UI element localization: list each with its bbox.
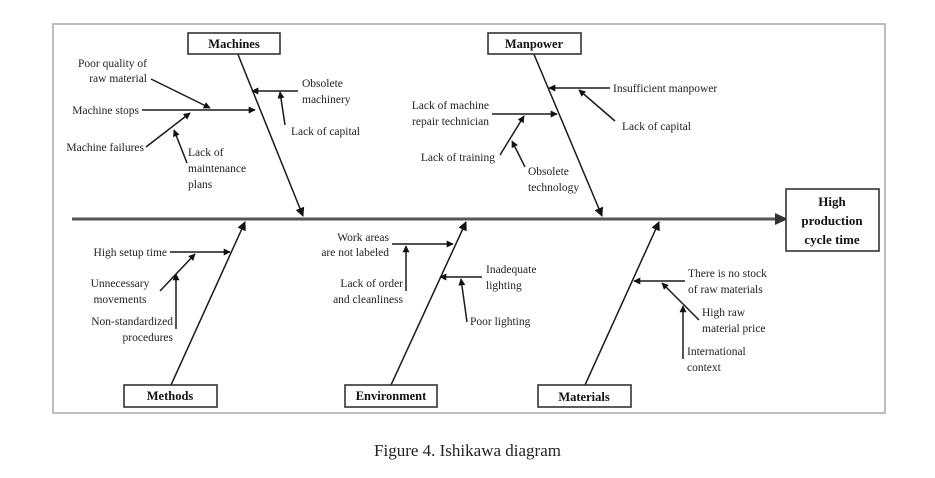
cause-international-2: context [687, 362, 722, 374]
cause-no-stock-2: of raw materials [688, 284, 763, 296]
category-environment: Environment [344, 384, 438, 408]
branch-methods: Methods High setup time Unnecessary move… [91, 221, 246, 408]
cause-lack-order-1: Lack of order [340, 278, 403, 290]
cause-machine-stops: Machine stops [72, 105, 139, 117]
cause-machine-failures: Machine failures [66, 142, 144, 154]
cause-international-1: International [687, 346, 746, 358]
cause-work-areas-1: Work areas [337, 232, 389, 244]
cause-machines-lack-capital: Lack of capital [291, 126, 360, 138]
cause-lack-technician-1: Lack of machine [412, 100, 489, 112]
cause-work-areas-2: are not labeled [321, 247, 389, 259]
cause-high-price-2: material price [702, 323, 766, 335]
sub-cause-arrow [145, 112, 191, 148]
cause-high-setup-time: High setup time [94, 247, 167, 259]
effect-line-2: production [801, 213, 863, 228]
sub-cause-arrow [578, 89, 616, 122]
cause-lack-maintenance-2: maintenance [188, 163, 246, 175]
cause-manpower-lack-capital: Lack of capital [622, 121, 691, 133]
cause-unnecessary-movements-2: movements [93, 294, 147, 306]
category-machines: Machines [187, 32, 281, 55]
category-manpower: Manpower [487, 32, 582, 55]
cause-poor-quality-2: raw material [89, 73, 147, 85]
cause-inadequate-lighting-1: Inadequate [486, 264, 536, 276]
sub-cause-arrow [499, 115, 525, 156]
cause-obsolete-machinery-2: machinery [302, 94, 351, 106]
cause-high-price-1: High raw [702, 307, 746, 319]
cause-poor-quality-1: Poor quality of [78, 58, 147, 70]
sub-cause-arrow [661, 282, 700, 321]
branch-machines: Machines Machine stops Poor quality of r… [66, 32, 360, 217]
category-methods-label: Methods [147, 389, 194, 403]
cause-lack-maintenance-1: Lack of [188, 147, 224, 159]
sub-cause-arrow [159, 253, 196, 292]
sub-cause-arrow [150, 78, 211, 109]
methods-bone [170, 221, 246, 386]
category-methods: Methods [123, 384, 218, 408]
sub-cause-arrow [277, 91, 286, 126]
category-materials: Materials [537, 384, 632, 408]
effect-line-3: cycle time [804, 232, 859, 247]
diagram-frame [52, 23, 886, 414]
cause-obsolete-technology-1: Obsolete [528, 166, 569, 178]
figure-caption: Figure 4. Ishikawa diagram [374, 441, 561, 460]
cause-obsolete-machinery-1: Obsolete [302, 78, 343, 90]
branch-materials: Materials There is no stock of raw mater… [537, 221, 767, 408]
cause-insufficient-manpower: Insufficient manpower [613, 83, 717, 95]
spine-arrowhead [775, 213, 788, 225]
cause-poor-lighting: Poor lighting [470, 316, 531, 328]
cause-no-stock-1: There is no stock [688, 268, 767, 280]
category-manpower-label: Manpower [505, 37, 564, 51]
branch-environment: Environment Work areas are not labeled L… [321, 221, 536, 408]
effect-line-1: High [818, 194, 846, 209]
cause-lack-technician-2: repair technician [412, 116, 489, 128]
cause-obsolete-technology-2: technology [528, 182, 579, 194]
cause-lack-training: Lack of training [421, 152, 495, 164]
cause-unnecessary-movements-1: Unnecessary [91, 278, 150, 290]
sub-cause-arrow [458, 278, 468, 323]
machines-bone [236, 51, 305, 217]
cause-lack-maintenance-3: plans [188, 179, 213, 191]
environment-bone [390, 221, 467, 386]
manpower-bone [532, 51, 604, 217]
materials-bone [584, 221, 660, 386]
category-machines-label: Machines [208, 37, 260, 51]
cause-inadequate-lighting-2: lighting [486, 280, 522, 292]
category-environment-label: Environment [356, 389, 427, 403]
cause-non-standardized-1: Non-standardized [91, 316, 173, 328]
sub-cause-arrow [173, 129, 188, 164]
sub-cause-arrow [511, 140, 526, 168]
cause-non-standardized-2: procedures [123, 332, 174, 344]
branch-manpower: Manpower Insufficient manpower Lack of c… [412, 32, 717, 217]
category-materials-label: Materials [558, 390, 610, 404]
cause-lack-order-2: and cleanliness [333, 294, 403, 306]
effect-box: High production cycle time [785, 188, 880, 252]
